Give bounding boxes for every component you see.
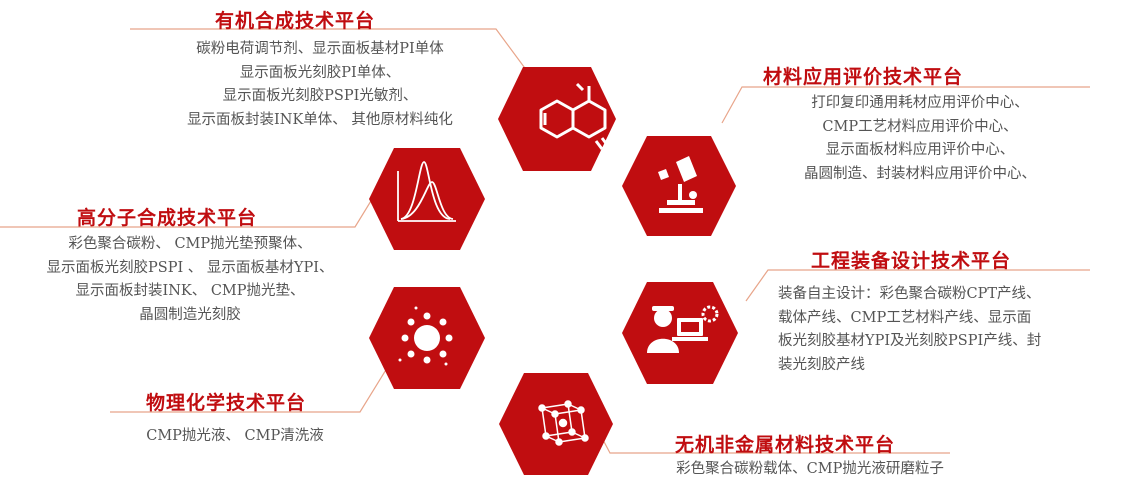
desc-line: 板光刻胶基材YPI及光刻胶PSPI产线、封 xyxy=(778,333,1042,349)
desc-organic: 碳粉电荷调节剂、显示面板基材PI单体 显示面板光刻胶PI单体、 显示面板光刻胶P… xyxy=(130,38,510,132)
desc-line: 显示面板光刻胶PI单体、 xyxy=(239,64,401,81)
desc-line: 显示面板封装INK单体、 其他原材料纯化 xyxy=(187,111,453,128)
desc-physchem: CMP抛光液、 CMP清洗液 xyxy=(110,425,360,449)
connector-polymer xyxy=(0,195,375,228)
molecule-structure-icon xyxy=(539,82,610,150)
desc-line: 彩色聚合碳粉载体、CMP抛光液研磨粒子 xyxy=(676,461,944,477)
hexagon-evaluation xyxy=(622,136,736,236)
desc-line: 装备自主设计：彩色聚合碳粉CPT产线、 xyxy=(778,286,1041,302)
desc-line: 打印复印通用耗材应用评价中心、 xyxy=(811,95,1029,111)
connector-lines xyxy=(0,28,1090,454)
particle-dispersion-icon xyxy=(398,306,453,366)
desc-line: 彩色聚合碳粉、 CMP抛光垫预聚体、 xyxy=(68,236,312,252)
desc-line: 装光刻胶产线 xyxy=(778,356,865,373)
desc-line: 载体产线、CMP工艺材料产线、显示面 xyxy=(778,309,1032,326)
connector-engineering xyxy=(745,269,1090,302)
desc-line: 碳粉电荷调节剂、显示面板基材PI单体 xyxy=(196,41,444,57)
hexagon-engineering xyxy=(622,282,738,384)
hexagon-inorganic xyxy=(499,373,613,475)
desc-line: 显示面板光刻胶PSPI 、 显示面板基材YPI、 xyxy=(46,259,334,276)
crystal-lattice-icon xyxy=(538,400,589,446)
hexagon-polymer xyxy=(369,148,485,250)
hexagon-physchem xyxy=(369,287,485,389)
desc-line: 显示面板材料应用评价中心、 xyxy=(825,142,1015,158)
title-evaluation: 材料应用评价技术平台 xyxy=(763,66,964,88)
desc-line: 显示面板光刻胶PSPI光敏剂、 xyxy=(222,88,418,104)
engineer-computer-icon xyxy=(647,305,719,353)
title-physchem: 物理化学技术平台 xyxy=(146,392,307,414)
desc-inorganic: 彩色聚合碳粉载体、CMP抛光液研磨粒子 xyxy=(630,458,990,482)
desc-line: CMP工艺材料应用评价中心、 xyxy=(822,118,1018,135)
title-inorganic: 无机非金属材料技术平台 xyxy=(675,434,896,456)
desc-line: 晶圆制造光刻胶 xyxy=(139,306,241,323)
desc-line: 晶圆制造、封装材料应用评价中心、 xyxy=(804,165,1036,182)
title-polymer: 高分子合成技术平台 xyxy=(77,207,258,229)
desc-line: 显示面板封装INK、 CMP抛光垫、 xyxy=(75,283,305,299)
microscope-icon xyxy=(658,156,703,213)
desc-engineering: 装备自主设计：彩色聚合碳粉CPT产线、 载体产线、CMP工艺材料产线、显示面 板… xyxy=(778,283,1118,377)
title-organic: 有机合成技术平台 xyxy=(215,10,376,32)
title-engineering: 工程装备设计技术平台 xyxy=(811,250,1012,272)
desc-polymer: 彩色聚合碳粉、 CMP抛光垫预聚体、 显示面板光刻胶PSPI 、 显示面板基材Y… xyxy=(20,233,360,327)
hexagon-organic xyxy=(498,67,616,171)
connector-organic xyxy=(130,28,531,76)
connector-evaluation xyxy=(721,86,1090,124)
desc-evaluation: 打印复印通用耗材应用评价中心、 CMP工艺材料应用评价中心、 显示面板材料应用评… xyxy=(750,92,1090,186)
distribution-curve-icon xyxy=(397,161,456,222)
connector-physchem xyxy=(110,359,393,413)
desc-line: CMP抛光液、 CMP清洗液 xyxy=(146,428,324,444)
